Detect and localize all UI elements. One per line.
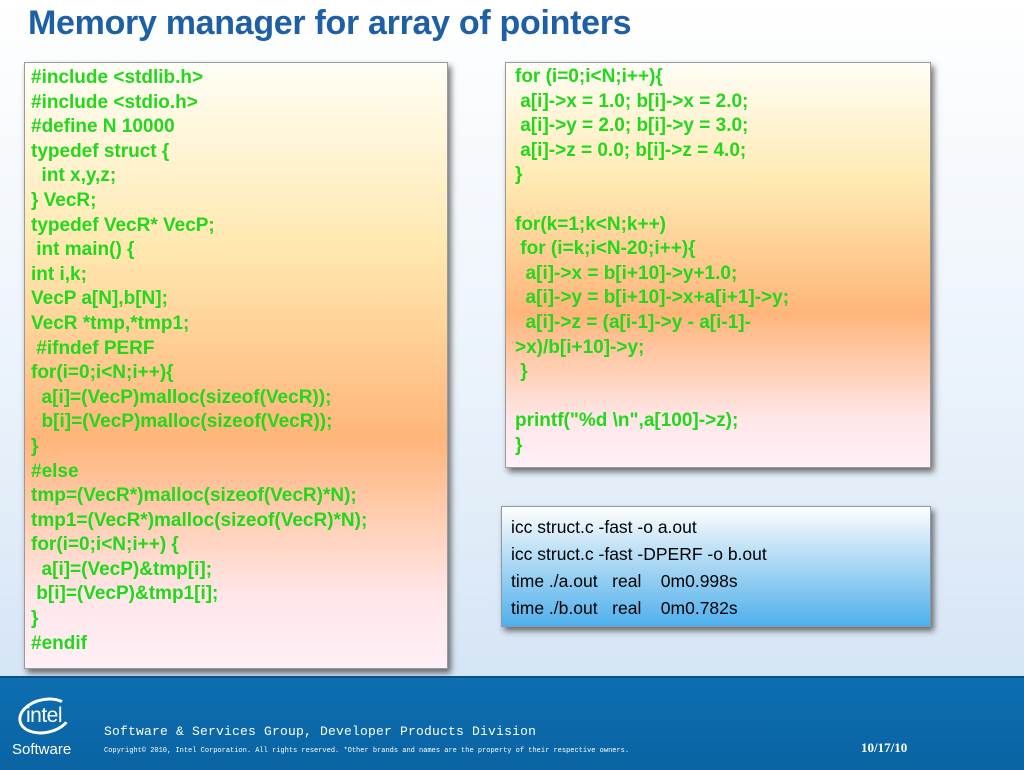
code-line: #define N 10000 <box>31 116 175 138</box>
code-line: a[i]->x = 1.0; b[i]->x = 2.0; <box>515 90 749 112</box>
code-line: #include <stdlib.h> <box>31 67 204 88</box>
code-line: int main() { <box>31 239 135 261</box>
code-line: VecP a[N],b[N]; <box>31 288 168 310</box>
code-line: tmp1=(VecR*)malloc(sizeof(VecR)*N); <box>31 509 368 531</box>
left-code-box: #include <stdlib.h> #include <stdio.h> #de… <box>24 62 448 669</box>
command-line: time ./b.out real 0m0.782s <box>511 598 738 618</box>
code-line: VecR *tmp,*tmp1; <box>31 312 190 334</box>
code-line: int x,y,z; <box>31 165 117 187</box>
code-line: a[i]->y = 2.0; b[i]->y = 3.0; <box>515 115 749 137</box>
code-line: b[i]=(VecP)malloc(sizeof(VecR)); <box>31 411 333 433</box>
intel-logo: intel <box>14 692 76 740</box>
right-code-box: for (i=0;i<N;i++){ a[i]->x = 1.0; b[i]->… <box>505 62 931 468</box>
code-line: } <box>31 435 39 457</box>
code-line: } <box>31 608 39 630</box>
code-line: for (i=k;i<N-20;i++){ <box>515 238 696 260</box>
code-line: } VecR; <box>31 189 97 211</box>
slide-title: Memory manager for array of pointers <box>28 4 632 42</box>
code-line: a[i]=(VecP)malloc(sizeof(VecR)); <box>31 386 332 408</box>
code-line: a[i]->z = (a[i-1]->y - a[i-1]- <box>515 311 751 333</box>
code-line: for(k=1;k<N;k++) <box>515 213 667 235</box>
command-line: icc struct.c -fast -o a.out <box>511 517 697 537</box>
code-line: #endif <box>31 632 87 654</box>
software-label: Software <box>12 741 72 758</box>
code-line: #else <box>31 460 79 482</box>
code-line: a[i]=(VecP)&tmp[i]; <box>31 558 213 580</box>
code-line: #ifndef PERF <box>31 337 155 359</box>
code-line: #include <stdio.h> <box>31 91 198 113</box>
code-line: for(i=0;i<N;i++) { <box>31 534 179 556</box>
code-line: typedef VecR* VecP; <box>31 214 215 236</box>
footer-bar: intel Software Software & Services Group… <box>0 676 1024 770</box>
code-line: } <box>515 434 523 456</box>
code-line: } <box>515 361 528 383</box>
code-line: for(i=0;i<N;i++){ <box>31 362 174 384</box>
code-line: a[i]->x = b[i+10]->y+1.0; <box>515 262 738 284</box>
command-output-box: icc struct.c -fast -o a.out icc struct.c … <box>501 506 931 627</box>
code-line: a[i]->z = 0.0; b[i]->z = 4.0; <box>515 139 747 161</box>
code-line: } <box>515 164 523 186</box>
command-line: icc struct.c -fast -DPERF -o b.out <box>511 544 767 564</box>
code-line: typedef struct { <box>31 140 170 162</box>
code-line: for (i=0;i<N;i++){ <box>515 66 663 87</box>
code-line: printf("%d \n",a[100]->z); <box>515 410 739 432</box>
division-text: Software & Services Group, Developer Pro… <box>104 724 537 739</box>
command-line: time ./a.out real 0m0.998s <box>511 571 738 591</box>
code-line <box>515 188 921 213</box>
code-line: a[i]->y = b[i+10]->x+a[i+1]->y; <box>515 287 790 309</box>
code-line: >x)/b[i+10]->y; <box>515 336 645 358</box>
code-line: tmp=(VecR*)malloc(sizeof(VecR)*N); <box>31 485 357 507</box>
code-line: int i,k; <box>31 263 87 285</box>
copyright-text: Copyright© 2010, Intel Corporation. All … <box>104 747 630 755</box>
slide-date: 10/17/10 <box>861 740 908 755</box>
code-line <box>515 385 921 410</box>
code-line: b[i]=(VecP)&tmp1[i]; <box>31 583 219 605</box>
logo-wordmark: intel <box>26 704 63 727</box>
